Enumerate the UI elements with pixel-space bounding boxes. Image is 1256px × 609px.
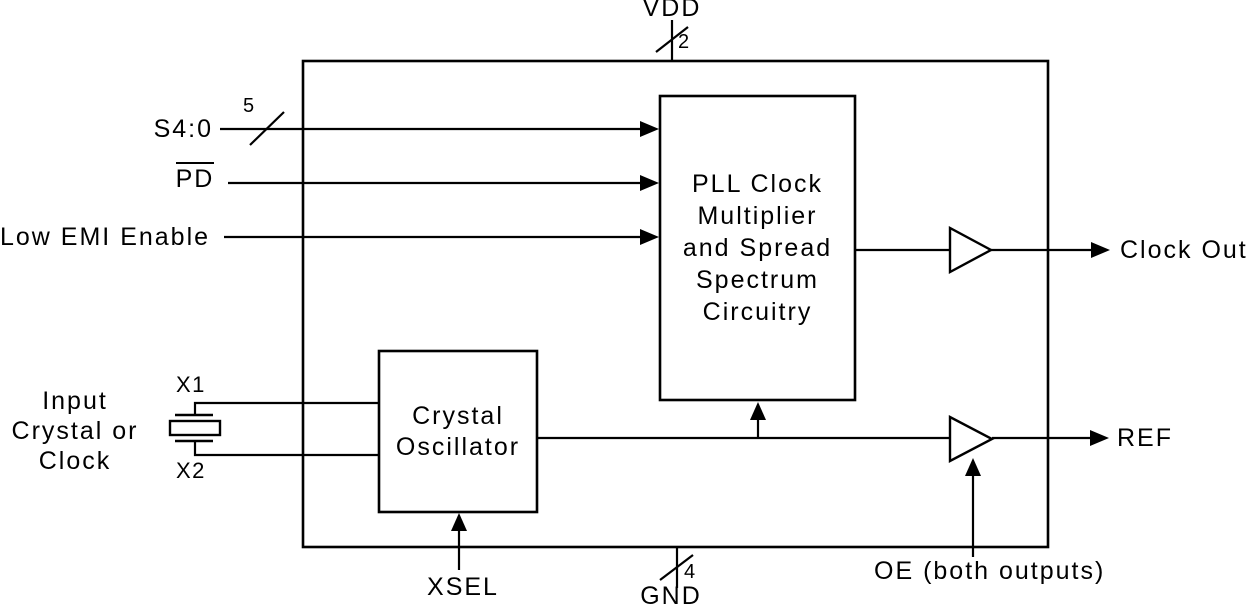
arrowhead-right-icon bbox=[640, 121, 659, 137]
crystal-oscillator-box bbox=[377, 349, 539, 514]
arrowhead-up-icon bbox=[451, 513, 467, 531]
gnd-label: GND bbox=[640, 582, 702, 609]
s40-wire bbox=[220, 111, 659, 146]
s40-bus-count: 5 bbox=[243, 95, 256, 117]
arrowhead-up-icon bbox=[965, 458, 981, 476]
pd-label: PD bbox=[168, 162, 222, 194]
pll-block-box bbox=[658, 94, 857, 402]
x1-wire bbox=[193, 401, 379, 415]
ref-label: REF bbox=[1117, 424, 1173, 452]
vdd-label: VDD bbox=[642, 0, 702, 22]
ref-wire bbox=[992, 430, 1109, 446]
crystal-icon bbox=[168, 401, 379, 457]
low-emi-wire bbox=[224, 229, 659, 245]
arrowhead-right-icon bbox=[640, 229, 659, 245]
xsel-label: XSEL bbox=[427, 573, 499, 601]
vdd-bus-count: 2 bbox=[678, 31, 691, 53]
arrowhead-right-icon bbox=[1091, 242, 1110, 258]
arrowhead-right-icon bbox=[640, 175, 659, 191]
ref-buffer-icon bbox=[948, 415, 995, 463]
input-crystal-or-clock-label: Input Crystal or Clock bbox=[11, 387, 139, 475]
x2-pin-label: X2 bbox=[176, 458, 206, 483]
bus-slash-icon bbox=[659, 554, 694, 581]
vdd-wire bbox=[655, 20, 689, 61]
clock-out-buffer-icon bbox=[948, 225, 994, 275]
pd-overline-text: PD bbox=[175, 162, 215, 192]
arrowhead-right-icon bbox=[1090, 430, 1109, 446]
xsel-wire bbox=[451, 513, 467, 570]
oe-wire bbox=[965, 458, 981, 557]
gnd-bus-count: 4 bbox=[684, 561, 697, 583]
x1-pin-label: X1 bbox=[176, 372, 206, 397]
pll-block-label: PLL Clock Multiplier and Spread Spectrum… bbox=[682, 170, 833, 326]
osc-output-wire bbox=[537, 402, 950, 440]
crystal-oscillator-label: Crystal Oscillator bbox=[395, 401, 521, 461]
chip-outline-box bbox=[301, 59, 1050, 549]
arrowhead-up-icon bbox=[750, 402, 766, 420]
low-emi-enable-label: Low EMI Enable bbox=[0, 223, 211, 251]
bus-slash-icon bbox=[249, 111, 285, 146]
clock-out-label: Clock Out bbox=[1120, 236, 1248, 264]
gnd-wire bbox=[659, 548, 694, 588]
clock-out-wire bbox=[991, 242, 1110, 258]
pd-wire bbox=[228, 175, 659, 191]
s40-label: S4:0 bbox=[153, 115, 213, 143]
bus-slash-icon bbox=[655, 26, 689, 53]
oe-label: OE (both outputs) bbox=[874, 557, 1106, 585]
x2-wire bbox=[193, 441, 379, 457]
